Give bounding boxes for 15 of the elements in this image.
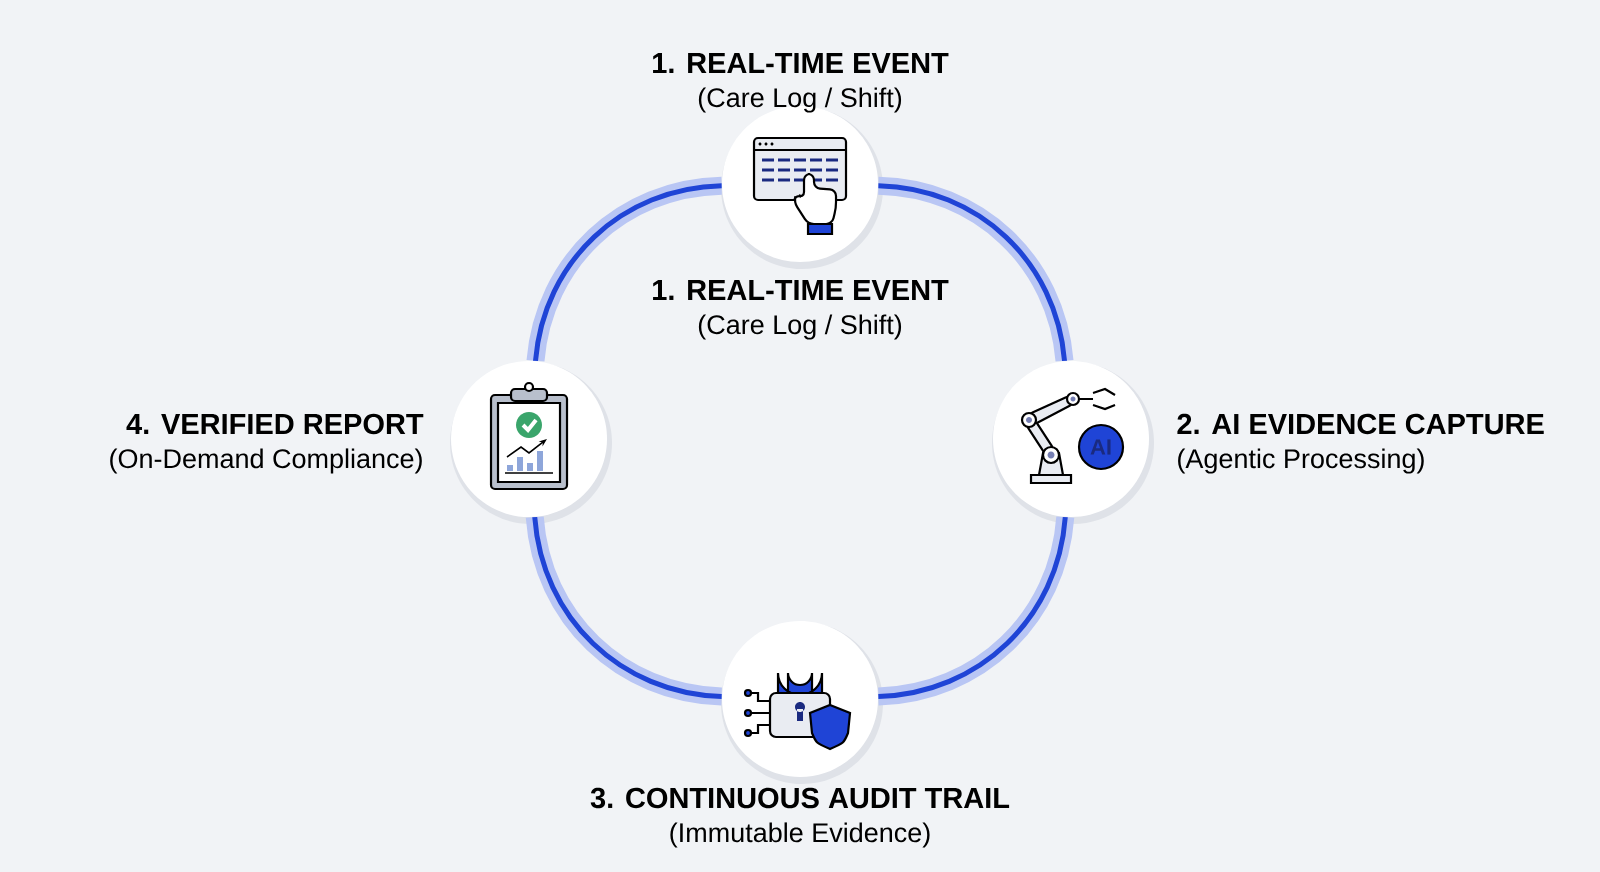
step-heading: 4. VERIFIED REPORT bbox=[126, 413, 424, 435]
step-subtitle: (Care Log / Shift) bbox=[698, 87, 902, 113]
label: AI bbox=[1090, 439, 1111, 455]
step-heading: 1. REAL-TIME EVENT bbox=[653, 280, 949, 300]
step-subtitle: (Care Log / Shift) bbox=[698, 314, 902, 340]
step-heading: 1. REAL-TIME EVENT bbox=[653, 53, 949, 73]
step-heading: 3. CONTINUOUS AUDIT TRAIL bbox=[590, 787, 1010, 809]
step-subtitle: (Immutable Evidence) bbox=[670, 822, 930, 848]
ring-arc bbox=[526, 176, 723, 363]
ring-arc bbox=[877, 515, 1075, 706]
ring-arc bbox=[877, 176, 1074, 363]
step-subtitle: (Agentic Processing) bbox=[1178, 448, 1424, 474]
step-subtitle: (On-Demand Compliance) bbox=[110, 448, 422, 474]
ring-arc bbox=[525, 516, 723, 706]
step-heading: 2. AI EVIDENCE CAPTURE bbox=[1177, 413, 1544, 435]
